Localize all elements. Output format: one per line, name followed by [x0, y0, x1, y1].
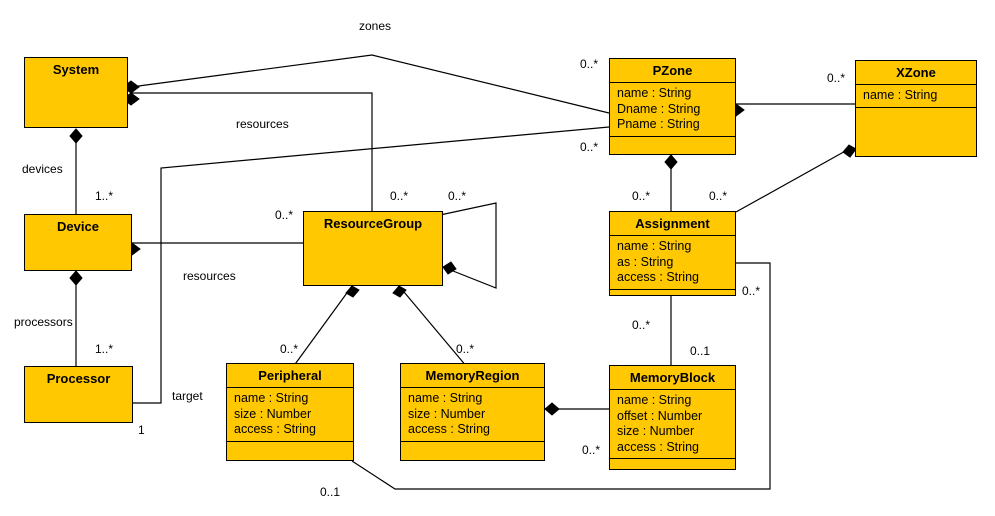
class-name: Assignment — [635, 216, 710, 231]
attribute: name : String — [408, 391, 483, 405]
multiplicity-memoryregion: 0..* — [456, 342, 475, 356]
attribute-list: name : String as : String access : Strin… — [610, 236, 735, 289]
multiplicity-memoryblock-left: 0..* — [582, 443, 601, 457]
operations-compartment — [401, 442, 544, 456]
multiplicity-resourcegroup-self: 0..* — [448, 189, 467, 203]
diamond-system-devices — [69, 128, 83, 144]
attribute: as : String — [617, 254, 674, 269]
role-label-resources-system: resources — [236, 117, 289, 131]
attribute: Dname : String — [617, 101, 701, 116]
attribute: name : String — [617, 239, 692, 253]
class-name: MemoryBlock — [629, 370, 716, 385]
multiplicity-memoryblock-top: 0..1 — [690, 344, 711, 358]
divider — [856, 106, 976, 108]
multiplicity-xzone: 0..* — [827, 71, 846, 85]
class-xzone[interactable]: XZone name : String — [855, 60, 977, 157]
class-name: Processor — [46, 371, 111, 386]
multiplicity-processor-one: 1 — [138, 423, 145, 437]
class-system[interactable]: System — [24, 57, 128, 128]
operations-compartment — [856, 108, 976, 122]
class-name: XZone — [896, 65, 936, 80]
multiplicity-pzone-bottom: 0..* — [580, 140, 599, 154]
multiplicity-assignment-left: 0..* — [632, 189, 651, 203]
diamond-memoryregion-block — [544, 402, 560, 416]
attribute: access : String — [617, 439, 699, 454]
multiplicity-resourcegroup-left: 0..* — [275, 208, 294, 222]
divider — [401, 440, 544, 442]
diamond-rg-memoryregion — [392, 285, 407, 298]
divider — [610, 458, 735, 459]
attribute-list: name : String size : Number access : Str… — [401, 388, 544, 441]
multiplicity-peripheral-bottom: 0..1 — [320, 485, 341, 499]
class-name: System — [52, 62, 100, 77]
diamond-rg-self — [442, 261, 457, 275]
attribute: name : String — [617, 393, 692, 407]
edge-resourcegroup-peripheral — [292, 285, 353, 368]
class-name: MemoryRegion — [425, 368, 520, 383]
edge-system-pzone-zones — [130, 54, 610, 114]
attribute: name : String — [234, 391, 309, 405]
divider — [610, 82, 735, 83]
attribute: access : String — [408, 422, 490, 436]
role-label-resources-device: resources — [183, 269, 236, 283]
class-name: Device — [57, 219, 99, 234]
class-memoryblock[interactable]: MemoryBlock name : String offset : Numbe… — [609, 365, 736, 470]
attribute-list: name : String size : Number access : Str… — [227, 388, 353, 441]
edge-xzone-assignment — [735, 148, 850, 213]
divider — [610, 389, 735, 390]
multiplicity-peripheral: 0..* — [280, 342, 299, 356]
divider — [856, 84, 976, 85]
multiplicity-resourcegroup-top: 0..* — [390, 189, 409, 203]
role-label-target: target — [172, 389, 203, 403]
divider — [227, 387, 353, 388]
class-peripheral[interactable]: Peripheral name : String size : Number a… — [226, 363, 354, 461]
diamond-device-processors — [69, 270, 83, 286]
attribute-list: name : String offset : Number size : Num… — [610, 390, 735, 458]
operations-compartment — [610, 459, 735, 473]
operations-compartment — [227, 442, 353, 456]
class-pzone[interactable]: PZone name : String Dname : String Pname… — [609, 58, 736, 155]
attribute: Pname : String — [617, 117, 700, 131]
attribute: size : Number — [234, 406, 312, 421]
role-label-zones: zones — [359, 19, 392, 33]
class-name: ResourceGroup — [323, 216, 423, 231]
multiplicity-assignment-bottom: 0..* — [632, 318, 651, 332]
class-resourcegroup[interactable]: ResourceGroup — [303, 211, 443, 286]
attribute: offset : Number — [617, 408, 703, 423]
divider — [227, 440, 353, 442]
role-label-devices: devices — [22, 162, 63, 176]
attribute: access : String — [617, 270, 699, 284]
multiplicity-assignment-side: 0..* — [742, 284, 761, 298]
attribute: access : String — [234, 422, 316, 436]
attribute: size : Number — [617, 424, 695, 438]
divider — [401, 387, 544, 388]
class-name: PZone — [652, 63, 693, 78]
role-label-processors: processors — [14, 315, 73, 329]
class-assignment[interactable]: Assignment name : String as : String acc… — [609, 211, 736, 296]
class-memoryregion[interactable]: MemoryRegion name : String size : Number… — [400, 363, 545, 461]
attribute: name : String — [863, 88, 938, 102]
operations-compartment — [610, 137, 735, 151]
edge-resourcegroup-self-loop — [439, 202, 497, 289]
class-name: Peripheral — [258, 368, 322, 383]
divider — [610, 235, 735, 236]
multiplicity-assignment-right: 0..* — [709, 189, 728, 203]
attribute-list: name : String Dname : String Pname : Str… — [610, 83, 735, 136]
class-device[interactable]: Device — [24, 214, 132, 271]
divider — [610, 135, 735, 137]
class-processor[interactable]: Processor — [24, 366, 133, 423]
edge-system-resourcegroup-resources — [131, 92, 373, 211]
attribute-list: name : String — [856, 85, 976, 107]
divider — [610, 288, 735, 290]
multiplicity-pzone-top: 0..* — [580, 57, 599, 71]
attribute: size : Number — [408, 406, 486, 421]
operations-compartment — [610, 290, 735, 304]
multiplicity-device: 1..* — [95, 189, 114, 203]
diamond-rg-peripheral — [345, 285, 360, 298]
multiplicity-processor: 1..* — [95, 342, 114, 356]
attribute: name : String — [617, 86, 692, 100]
diamond-pzone-assignment — [664, 154, 678, 170]
